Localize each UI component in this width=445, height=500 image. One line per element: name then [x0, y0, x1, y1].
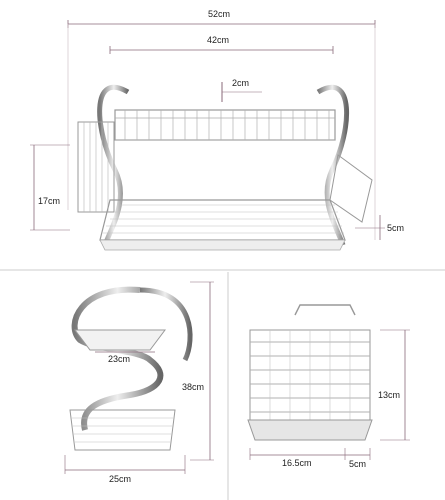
- dim-label-5-top: 5cm: [387, 223, 405, 233]
- dim-label-25: 25cm: [109, 474, 132, 484]
- cutlery-holder-photo: [247, 304, 410, 460]
- dim-label-23: 23cm: [108, 354, 131, 364]
- dim-label-17: 17cm: [38, 196, 61, 206]
- dim-label-16-5: 16.5cm: [282, 458, 312, 468]
- dim-label-2: 2cm: [232, 78, 250, 88]
- dim-label-5-bottom: 5cm: [349, 459, 367, 469]
- dim-label-13: 13cm: [378, 390, 401, 400]
- dim-label-42: 42cm: [207, 35, 230, 45]
- side-view-photo: [64, 281, 214, 474]
- dim-label-38: 38cm: [182, 382, 205, 392]
- dim-label-52: 52cm: [208, 9, 231, 19]
- main-rack-photo: [30, 20, 385, 251]
